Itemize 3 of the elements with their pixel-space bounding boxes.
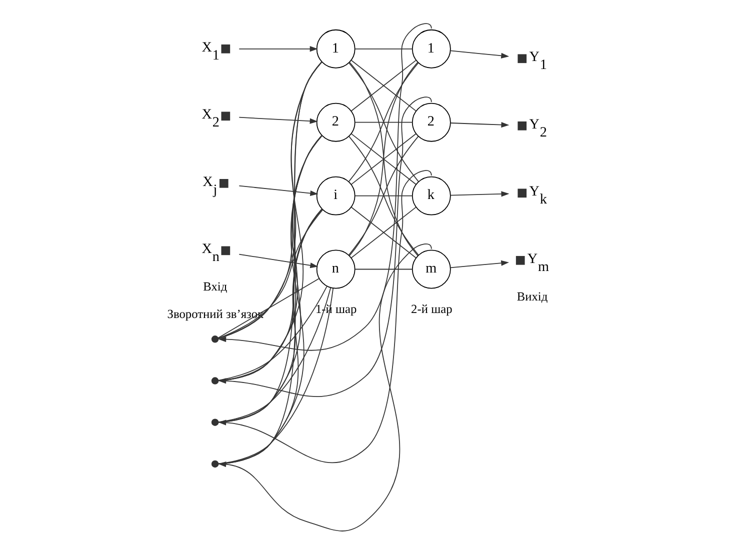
label: 2-й шар	[410, 302, 452, 316]
label: Вхід	[202, 280, 227, 294]
label: Вихід	[516, 289, 548, 304]
